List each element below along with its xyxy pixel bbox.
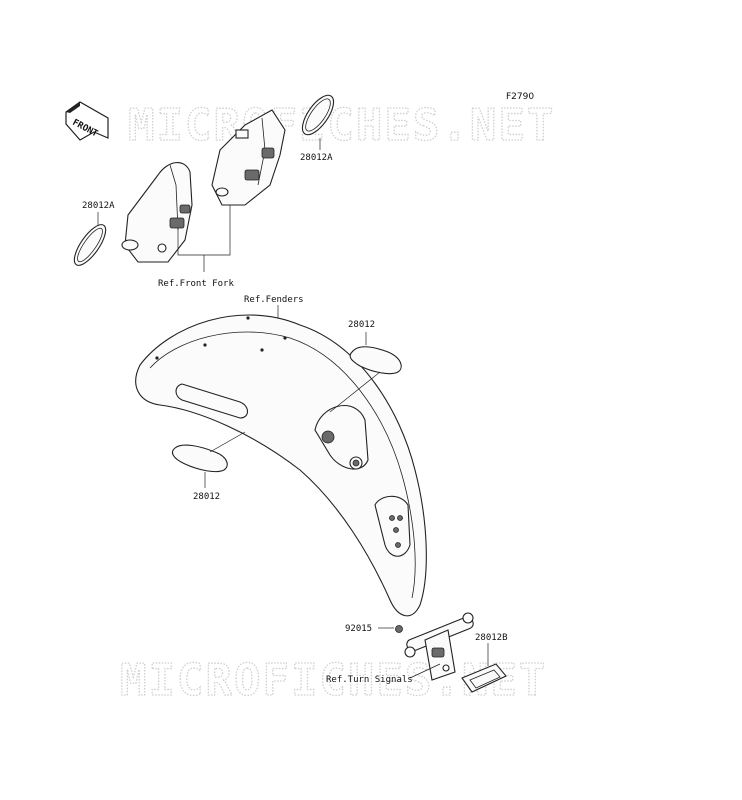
label-ref-turn-signals: Ref.Turn Signals xyxy=(326,675,413,685)
decal-28012a-upper xyxy=(301,94,335,136)
figure-code: F2790 xyxy=(506,92,534,102)
front-fork-right xyxy=(211,109,286,206)
label-ref-fenders: Ref.Fenders xyxy=(244,295,304,305)
decal-28012a-left xyxy=(73,224,107,266)
label-28012a-upper: 28012A xyxy=(300,153,333,163)
label-28012b: 28012B xyxy=(475,633,508,643)
decal-28012b xyxy=(461,663,507,693)
label-28012-right: 28012 xyxy=(348,320,375,330)
front-arrow-icon: FRONT xyxy=(65,101,109,141)
nut-92015 xyxy=(395,625,403,633)
decal-28012-left xyxy=(171,444,228,473)
watermark-top: MICROFICHES.NET xyxy=(128,100,555,151)
rear-fender xyxy=(135,314,427,617)
label-28012-left: 28012 xyxy=(193,492,220,502)
decal-28012-right xyxy=(349,346,402,375)
label-92015: 92015 xyxy=(345,624,372,634)
label-28012a-left: 28012A xyxy=(82,201,115,211)
front-fork-left xyxy=(121,162,193,263)
label-ref-front-fork: Ref.Front Fork xyxy=(158,279,234,289)
